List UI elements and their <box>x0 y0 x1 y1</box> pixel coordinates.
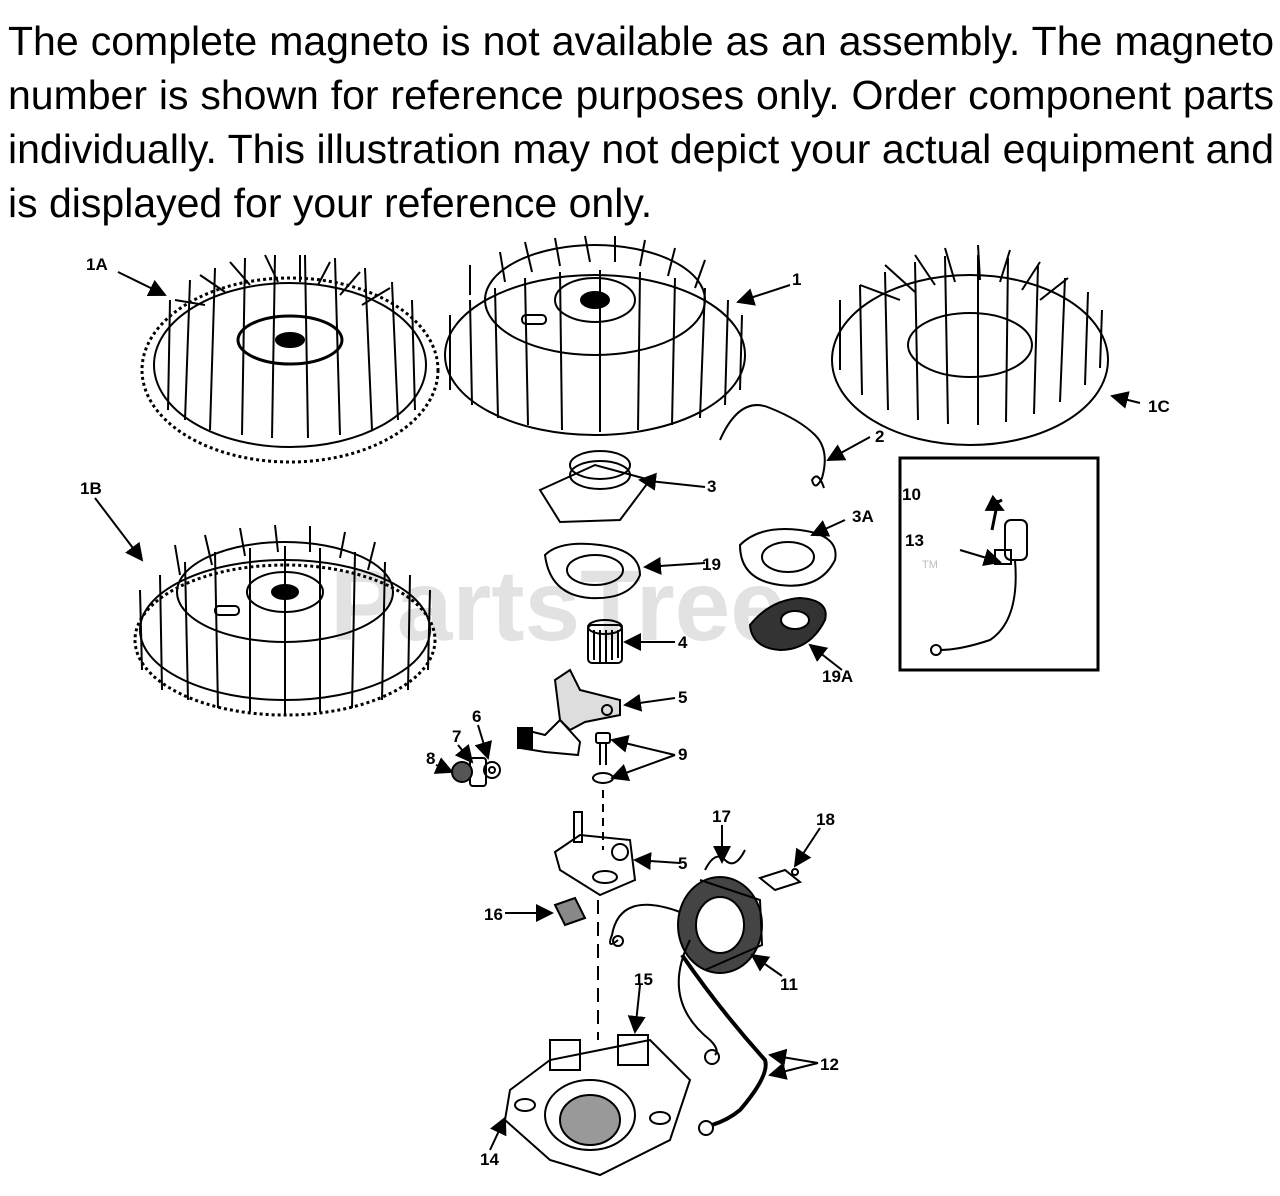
part-18-terminal <box>757 868 803 892</box>
part-17-clip <box>704 849 746 871</box>
callout-1c: 1C <box>1148 397 1170 416</box>
callout-3: 3 <box>707 477 716 496</box>
part-11-coil <box>609 876 764 1065</box>
callout-17: 17 <box>712 807 731 826</box>
part-5-lower-bracket <box>553 811 637 897</box>
callout-arrows <box>94 271 1141 1151</box>
callout-18: 18 <box>816 810 835 829</box>
part-16-block <box>553 896 587 927</box>
inset-box-10-13 <box>898 456 1100 672</box>
callout-12: 12 <box>820 1055 839 1074</box>
part-2-spring <box>719 404 826 489</box>
callout-labels: 1A 1 1C 1B 2 3 3A 10 13 19 4 19A 5 6 7 8… <box>80 255 1170 1169</box>
part-4-bushing <box>587 619 623 664</box>
callout-15: 15 <box>634 970 653 989</box>
callout-6: 6 <box>472 707 481 726</box>
part-14-armature <box>503 1034 692 1177</box>
callout-16: 16 <box>484 905 503 924</box>
flywheel-1b <box>133 524 437 717</box>
part-8-nut <box>451 761 473 783</box>
callout-8: 8 <box>426 749 435 768</box>
part-19a-gasket <box>748 596 827 652</box>
part-19-gasket <box>543 542 642 600</box>
callout-19: 19 <box>702 555 721 574</box>
callout-5-lower: 5 <box>678 854 687 873</box>
callout-5-upper: 5 <box>678 688 687 707</box>
flywheel-1c <box>831 244 1109 446</box>
callout-13: 13 <box>905 531 924 550</box>
part-5-upper-bracket <box>517 668 621 757</box>
callout-3a: 3A <box>852 507 874 526</box>
callout-1a: 1A <box>86 255 108 274</box>
callout-19a: 19A <box>822 667 853 686</box>
callout-1b: 1B <box>80 479 102 498</box>
callout-11: 11 <box>780 975 798 994</box>
callout-4: 4 <box>678 633 688 652</box>
callout-1: 1 <box>792 270 801 289</box>
callout-14: 14 <box>480 1150 499 1169</box>
watermark: PartsTree <box>330 550 786 662</box>
part-6-washer <box>483 761 501 779</box>
callout-2: 2 <box>875 427 884 446</box>
callout-7: 7 <box>452 727 461 746</box>
flywheel-1a <box>140 254 440 464</box>
flywheel-1 <box>444 235 746 436</box>
watermark-tm: TM <box>922 559 938 571</box>
callout-9: 9 <box>678 745 687 764</box>
callout-10: 10 <box>902 485 921 504</box>
part-3-ring <box>538 450 652 524</box>
part-3a-gasket <box>738 528 837 587</box>
part-9-screw <box>592 732 614 850</box>
part-12-leads <box>680 953 768 1136</box>
disclaimer-text: The complete magneto is not available as… <box>8 18 1274 226</box>
